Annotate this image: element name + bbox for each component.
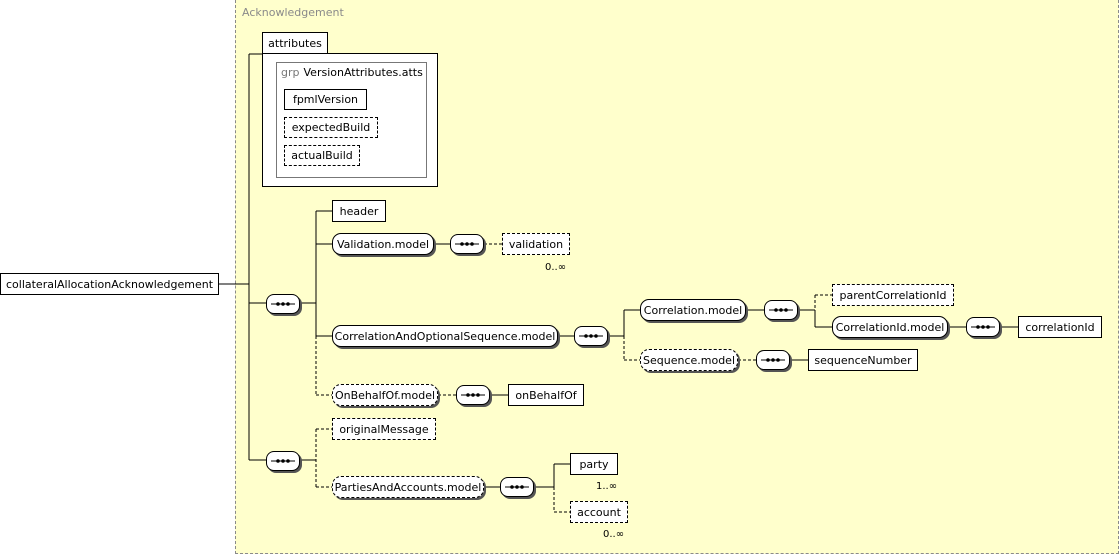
account-occurrence: 0..∞ (603, 529, 625, 540)
sequence-compositor-sequence[interactable] (756, 350, 790, 370)
validation-model-group[interactable]: Validation.model (332, 233, 434, 255)
sequence-compositor-on-behalf-of[interactable] (456, 385, 490, 405)
sequence-icon (761, 358, 785, 362)
attribute-expected-build[interactable]: expectedBuild (284, 117, 378, 138)
correlation-sequence-model-group[interactable]: CorrelationAndOptionalSequence.model (332, 325, 558, 347)
party-element[interactable]: party (570, 453, 622, 479)
sequence-compositor-secondary[interactable] (266, 451, 300, 471)
type-label: Acknowledgement (242, 6, 344, 19)
sequence-icon (271, 302, 295, 306)
correlation-id-element[interactable]: correlationId (1018, 316, 1102, 338)
sequence-model-group[interactable]: Sequence.model (640, 349, 738, 371)
sequence-icon (455, 242, 479, 246)
sequence-icon (505, 485, 529, 489)
sequence-number-element[interactable]: sequenceNumber (808, 349, 918, 371)
sequence-compositor-correlation-id[interactable] (966, 317, 1000, 337)
header-element[interactable]: header (332, 200, 386, 222)
sequence-compositor-validation[interactable] (450, 234, 484, 254)
validation-element[interactable]: validation (502, 233, 574, 259)
original-message-element[interactable]: originalMessage (332, 418, 436, 440)
sequence-icon (271, 459, 295, 463)
validation-occurrence: 0..∞ (545, 262, 567, 273)
sequence-compositor-main[interactable] (266, 294, 300, 314)
sequence-icon (769, 308, 793, 312)
sequence-compositor-correlation[interactable] (764, 300, 798, 320)
sequence-compositor-correlation-seq[interactable] (574, 326, 608, 346)
group-name: VersionAttributes.atts (303, 66, 423, 79)
correlation-id-model-group[interactable]: CorrelationId.model (832, 316, 948, 338)
root-element[interactable]: collateralAllocationAcknowledgement (0, 273, 219, 295)
on-behalf-of-element[interactable]: onBehalfOf (508, 384, 584, 406)
correlation-model-group[interactable]: Correlation.model (640, 299, 746, 321)
sequence-icon (579, 334, 603, 338)
parent-correlation-id-element[interactable]: parentCorrelationId (832, 284, 954, 306)
sequence-icon (971, 325, 995, 329)
on-behalf-of-model-group[interactable]: OnBehalfOf.model (332, 384, 438, 406)
parties-accounts-model-group[interactable]: PartiesAndAccounts.model (332, 476, 484, 498)
sequence-icon (461, 393, 485, 397)
party-occurrence: 1..∞ (596, 481, 618, 492)
attribute-fpml-version[interactable]: fpmlVersion (284, 89, 367, 110)
account-element[interactable]: account (570, 501, 632, 527)
sequence-compositor-parties-accounts[interactable] (500, 477, 534, 497)
group-prefix: grp (281, 66, 300, 79)
attribute-actual-build[interactable]: actualBuild (284, 145, 360, 166)
attributes-tab[interactable]: attributes (262, 32, 328, 54)
